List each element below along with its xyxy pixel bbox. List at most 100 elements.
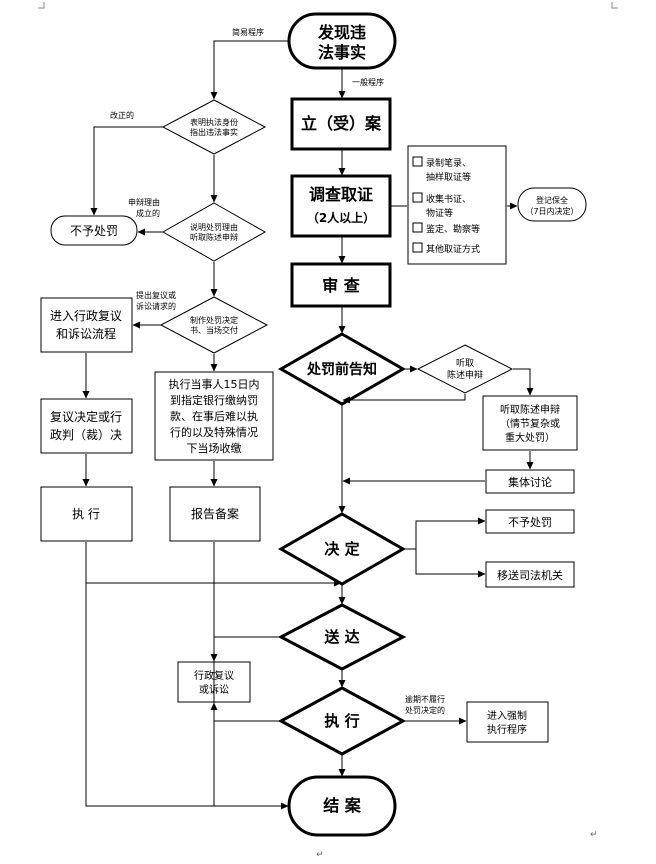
decision-label: 决 定 (324, 540, 359, 558)
checkbox-1 (412, 156, 423, 167)
reconsideration-result-label-1: 复议决定或行 (50, 409, 122, 424)
hear-statement-diamond (416, 344, 514, 394)
onsite-execution-label-1: 执行当事人15日内 (169, 377, 260, 391)
preservation-node (517, 187, 587, 222)
edge-label-appeal-1: 提出复议或 (136, 290, 176, 300)
arrow-corrected (90, 126, 163, 216)
edge-label-justified-1: 申辩理由 (128, 197, 160, 207)
investigate-label-2: （2人以上） (307, 210, 375, 225)
transfer-judicial-label: 移送司法机关 (497, 568, 563, 582)
edge-label-corrected: 改正的 (110, 110, 134, 120)
enforcement-label-1: 进入强制 (487, 709, 527, 722)
pre-notice-diamond (277, 332, 407, 406)
execute-diamond (277, 686, 407, 756)
investigate-node (290, 174, 392, 238)
report-filing-node (169, 486, 261, 542)
evidence-item-4: 其他取证方式 (426, 243, 480, 255)
evidence-item-3: 鉴定、勘察等 (426, 223, 480, 235)
pre-notice-label: 处罚前告知 (306, 361, 377, 378)
edge-label-simple: 简易程序 (232, 27, 264, 37)
evidence-item-1b: 抽样取证等 (426, 171, 471, 183)
crop-marks (38, 2, 618, 9)
evidence-item-2b: 物证等 (426, 207, 453, 219)
investigate-label-1: 调查取证 (309, 185, 373, 204)
arrow-execute-to-recon (210, 702, 281, 722)
arrow-hear-to-hearing (513, 368, 534, 396)
reconsideration-result-node (40, 398, 133, 454)
decision-diamond (277, 512, 407, 586)
edge-label-general: 一般程序 (352, 77, 384, 87)
evidence-item-1a: 录制笔录、 (426, 157, 471, 169)
hearing-node (482, 395, 578, 451)
no-penalty-left-label: 不予处罚 (70, 224, 118, 238)
file-case-label: 立（受）案 (301, 114, 382, 133)
paragraph-mark: ↵ (590, 830, 598, 840)
no-penalty-right-label: 不予处罚 (508, 516, 552, 529)
enforcement-label-2: 执行程序 (487, 723, 527, 736)
explain-label-2: 听取陈述申辩 (190, 232, 238, 242)
edge-label-overdue-1: 逾期不履行 (405, 694, 445, 704)
enforcement-node (466, 701, 549, 743)
edge-label-overdue-2: 处罚决定的 (405, 705, 445, 715)
hearing-label-3: 重大处罚） (505, 431, 555, 444)
onsite-execution-node (154, 371, 274, 461)
explain-diamond (161, 202, 267, 262)
arrow-deliver-to-recon (210, 636, 281, 662)
discover-label-1: 发现违 (317, 23, 366, 42)
execute-left-node (40, 486, 133, 542)
collective-discussion-node (485, 469, 575, 494)
review-node (290, 262, 392, 308)
collective-discussion-label: 集体讨论 (508, 475, 552, 489)
preservation-label-2: （7日内决定） (525, 206, 578, 216)
connectors (82, 40, 534, 810)
show-id-diamond (161, 99, 267, 155)
enter-reconsideration-node (40, 297, 133, 353)
hearing-label-1: 听取陈述申辩 (500, 403, 560, 416)
onsite-execution-label-3: 款、在事后难以执 (170, 409, 258, 423)
evidence-item-2a: 收集书证、 (426, 193, 471, 205)
enter-reconsideration-label-1: 进入行政复议 (50, 309, 122, 323)
hear-statement-label-2: 陈述申辩 (447, 369, 483, 381)
paragraph-mark: ↵ (316, 850, 324, 860)
arrow-hear-back (342, 394, 466, 404)
arrow-to-transfer (415, 549, 486, 578)
show-id-label-1: 表明执法身份 (190, 117, 238, 127)
report-filing-label: 报告备案 (191, 506, 239, 521)
onsite-execution-label-4: 行的以及特殊情况 (170, 425, 258, 439)
enter-reconsideration-label-2: 和诉讼流程 (56, 326, 116, 341)
close-node (287, 775, 397, 837)
explain-label-1: 说明处罚理由 (190, 222, 238, 232)
reconsideration-result-label-2: 政判（裁）决 (50, 428, 122, 442)
no-penalty-right-node (485, 509, 575, 534)
checkbox-3 (412, 222, 423, 233)
deliver-label: 送 达 (323, 628, 359, 646)
preservation-label-1: 登记保全 (536, 195, 568, 205)
deliver-diamond (277, 603, 407, 671)
hear-statement-label-1: 听取 (456, 358, 474, 369)
checkbox-2 (412, 192, 423, 203)
onsite-execution-label-2: 到指定银行缴纳罚 (170, 393, 258, 407)
file-case-node (290, 97, 392, 151)
execute-label: 执 行 (324, 712, 359, 730)
make-decision-label-1: 制作处罚决定 (190, 315, 238, 325)
arrow-simple-procedure (210, 40, 289, 100)
close-label: 结 案 (322, 796, 362, 815)
execute-left-label: 执 行 (72, 507, 100, 521)
checkbox-4 (412, 242, 423, 253)
review-label: 审 查 (322, 276, 360, 295)
make-decision-diamond (159, 296, 269, 354)
edge-label-justified-2: 成立的 (136, 208, 160, 218)
evidence-checkboxes (412, 156, 423, 253)
no-penalty-left-node (50, 215, 138, 246)
onsite-execution-label-5: 下当场收缴 (187, 441, 242, 455)
transfer-judicial-node (485, 561, 575, 588)
evidence-methods-node (407, 145, 507, 265)
line-execute-left-down (85, 542, 214, 807)
edge-label-appeal-2: 诉讼请求的 (136, 301, 176, 311)
show-id-label-2: 指出违法事实 (190, 127, 238, 137)
arrow-to-no-penalty-right (415, 517, 486, 549)
hearing-label-2: （情节复杂或 (500, 417, 560, 430)
discover-label-2: 法事实 (318, 43, 366, 62)
make-decision-label-2: 书、当场交付 (190, 325, 238, 335)
